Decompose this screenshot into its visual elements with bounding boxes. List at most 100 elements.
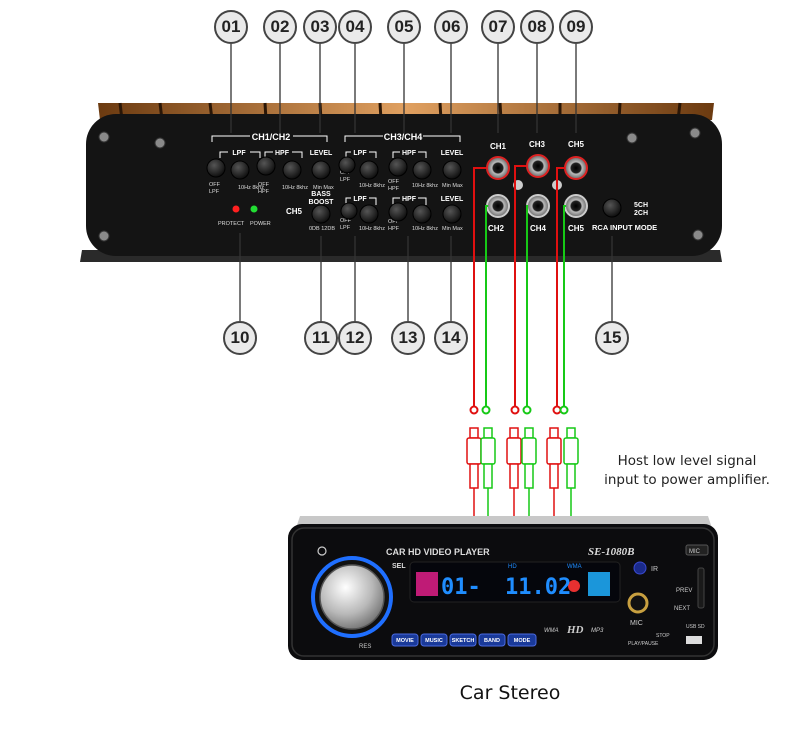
stereo-model: SE-1080B xyxy=(588,546,634,558)
rca-jack-ch2[interactable] xyxy=(487,195,509,217)
hpf-label-ch5: HPF xyxy=(402,196,417,203)
range-hpf-ch34: 10Hz 8khz xyxy=(412,183,438,189)
callout-12: 12 xyxy=(338,321,372,355)
ch5-label: CH5 xyxy=(286,207,303,216)
rca-jack-ch4[interactable] xyxy=(527,195,549,217)
callout-10: 10 xyxy=(223,321,257,355)
music-button[interactable]: MUSIC xyxy=(425,638,443,644)
mp3-logo: MP3 xyxy=(591,628,604,634)
signal-note-line-1: Host low level signal xyxy=(592,452,782,471)
next-button[interactable]: NEXT xyxy=(674,606,690,612)
rca-plug-red xyxy=(467,428,481,518)
callout-06: 06 xyxy=(434,10,468,44)
movie-button[interactable]: MOVIE xyxy=(396,638,414,644)
lpf-label-ch5: LPF xyxy=(353,196,367,203)
knob-hpf-ch5[interactable] xyxy=(413,205,431,223)
display-time: 11.02 xyxy=(505,575,571,600)
mic-label: MIC xyxy=(630,620,643,627)
knob-hpf-switch-ch12[interactable] xyxy=(257,157,275,175)
switch-lpf-ch12: LPF xyxy=(209,189,220,195)
knob-lpf-switch-ch5[interactable] xyxy=(341,203,357,219)
stop-button[interactable]: STOP xyxy=(656,633,670,639)
display-track: 01- xyxy=(441,575,481,600)
lpf-label-ch34: LPF xyxy=(353,150,367,157)
rca-plug-red xyxy=(547,428,561,518)
power-led xyxy=(251,206,258,213)
display-wma-icon: WMA xyxy=(567,564,582,570)
volume-knob[interactable] xyxy=(320,565,384,629)
mode-button[interactable]: MODE xyxy=(514,638,531,644)
switch-hpf-ch34: HPF xyxy=(388,186,400,192)
stereo-title: CAR HD VIDEO PLAYER xyxy=(386,547,490,557)
play-pause-button[interactable]: PLAY/PAUSE xyxy=(628,641,659,647)
knob-hpf-ch34[interactable] xyxy=(413,161,431,179)
usb-sd-label: USB SD xyxy=(686,624,705,630)
stereo-button-row: MOVIE MUSIC SKETCH BAND MODE xyxy=(392,634,536,646)
bass-boost-label-1: BASS xyxy=(311,191,331,198)
rca-jack-ch3[interactable] xyxy=(527,155,549,177)
switch-off-ch12-hpf: OFF xyxy=(258,182,270,188)
level-label-ch34: LEVEL xyxy=(441,150,464,157)
rca-label-ch5-top: CH5 xyxy=(568,140,585,149)
prev-button[interactable]: PREV xyxy=(676,588,692,594)
switch-lpf-ch5: LPF xyxy=(340,225,351,231)
rca-plugs xyxy=(467,428,578,518)
rca-label-ch3: CH3 xyxy=(529,140,546,149)
hd-logo: HD xyxy=(566,624,584,636)
band-button[interactable]: BAND xyxy=(484,638,500,644)
rca-label-ch5-bottom: CH5 xyxy=(568,224,585,233)
range-lpf-ch5: 10Hz 8khz xyxy=(359,226,385,232)
rca-plug-green xyxy=(481,428,495,518)
power-label: POWER xyxy=(250,221,271,227)
usb-port[interactable] xyxy=(686,636,702,644)
range-lpf-ch34: 10Hz 8khz xyxy=(359,183,385,189)
mic-jack[interactable] xyxy=(629,594,647,612)
callout-03: 03 xyxy=(303,10,337,44)
callout-01: 01 xyxy=(214,10,248,44)
knob-lpf-ch12[interactable] xyxy=(231,161,249,179)
lpf-label-ch12: LPF xyxy=(232,150,246,157)
knob-level-ch12[interactable] xyxy=(312,161,330,179)
knob-lpf-switch-ch12[interactable] xyxy=(207,159,225,177)
mic-button-label[interactable]: MIC xyxy=(689,549,701,555)
knob-hpf-switch-ch34[interactable] xyxy=(389,158,407,176)
rca-jack-ch5-right[interactable] xyxy=(565,195,587,217)
cable-end-dots xyxy=(471,407,568,414)
switch-off-ch34-hpf: OFF xyxy=(388,179,400,185)
knob-lpf-ch5[interactable] xyxy=(360,205,378,223)
callout-05: 05 xyxy=(387,10,421,44)
group-label-ch12: CH1/CH2 xyxy=(252,132,291,142)
knob-hpf-ch12[interactable] xyxy=(283,161,301,179)
mode-2ch-label: 2CH xyxy=(634,210,648,217)
mode-5ch-label: 5CH xyxy=(634,202,648,209)
knob-level-ch5[interactable] xyxy=(443,205,461,223)
knob-lpf-switch-ch34[interactable] xyxy=(339,157,355,173)
sd-slot[interactable] xyxy=(698,568,704,608)
level-label-ch5: LEVEL xyxy=(441,196,464,203)
rca-jack-ch1[interactable] xyxy=(487,157,509,179)
car-stereo-caption: Car Stereo xyxy=(400,682,620,704)
callout-13: 13 xyxy=(391,321,425,355)
rca-jack-ch5-left[interactable] xyxy=(565,157,587,179)
range-level-ch12: Min Max xyxy=(313,185,334,191)
rca-label-ch1: CH1 xyxy=(490,142,507,151)
knob-bass-boost[interactable] xyxy=(312,205,330,223)
knob-hpf-switch-ch5[interactable] xyxy=(389,203,407,221)
switch-lpf-ch34: LPF xyxy=(340,177,351,183)
signal-note-line-2: input to power amplifier. xyxy=(592,471,782,490)
switch-hpf-ch12: HPF xyxy=(258,189,270,195)
sketch-button[interactable]: SKETCH xyxy=(452,638,475,644)
rca-mode-switch[interactable] xyxy=(603,199,621,217)
ir-label: IR xyxy=(651,566,658,573)
rca-plug-green xyxy=(564,428,578,518)
display-hd-badge: HD xyxy=(508,564,517,570)
signal-note: Host low level signal input to power amp… xyxy=(592,452,782,490)
range-bass-boost: 0DB 12DB xyxy=(309,226,335,232)
hpf-label-ch12: HPF xyxy=(275,150,290,157)
knob-level-ch34[interactable] xyxy=(443,161,461,179)
knob-lpf-ch34[interactable] xyxy=(360,161,378,179)
callout-11: 11 xyxy=(304,321,338,355)
rca-input-mode-label: RCA INPUT MODE xyxy=(592,223,657,232)
